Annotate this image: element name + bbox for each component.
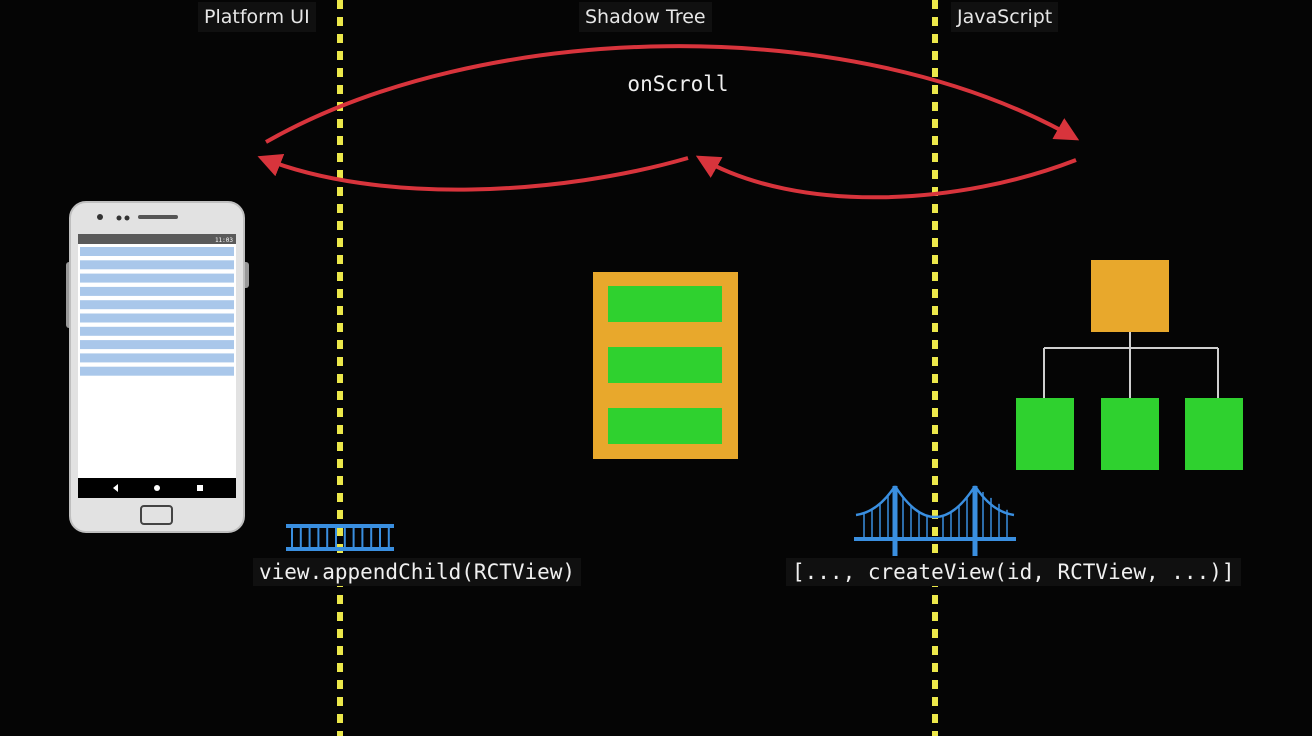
column-header-shadow-tree: Shadow Tree — [579, 2, 712, 32]
js-child-node-1 — [1016, 398, 1074, 470]
javascript-bridge-call: [..., createView(id, RCTView, ...)] — [786, 558, 1241, 586]
phone-list-row — [80, 247, 234, 256]
bridge-icon — [286, 524, 394, 551]
phone-status-time: 11:03 — [215, 237, 233, 244]
phone-list-row — [80, 326, 234, 336]
phone-list-row — [80, 340, 234, 350]
arrow-javascript-to-shadow — [695, 155, 1077, 200]
phone-list-row — [80, 300, 234, 310]
phone-list-row — [80, 313, 234, 323]
phone-list-row — [80, 273, 234, 283]
phone-list-row — [80, 286, 234, 296]
phone-list-row — [80, 366, 234, 376]
arrow-shadow-to-platform — [257, 153, 689, 192]
platform-bridge-call: view.appendChild(RCTView) — [253, 558, 582, 586]
shadow-child-2 — [608, 347, 722, 383]
android-phone-icon: 11:03 — [66, 201, 249, 533]
shadow-child-1 — [608, 286, 722, 322]
column-header-javascript: JavaScript — [951, 2, 1059, 32]
js-child-node-3 — [1185, 398, 1243, 470]
phone-list — [80, 247, 234, 376]
event-label: onScroll — [627, 72, 728, 96]
javascript-tree — [1016, 260, 1243, 470]
js-child-node-2 — [1101, 398, 1159, 470]
suspension-bridge-icon — [854, 485, 1016, 556]
phone-list-row — [80, 353, 234, 363]
arrow-platform-to-javascript — [265, 44, 1080, 144]
phone-list-row — [80, 260, 234, 270]
column-header-platform-ui: Platform UI — [198, 2, 316, 32]
js-root-node — [1091, 260, 1169, 332]
shadow-child-3 — [608, 408, 722, 444]
shadow-tree-node — [593, 272, 738, 459]
